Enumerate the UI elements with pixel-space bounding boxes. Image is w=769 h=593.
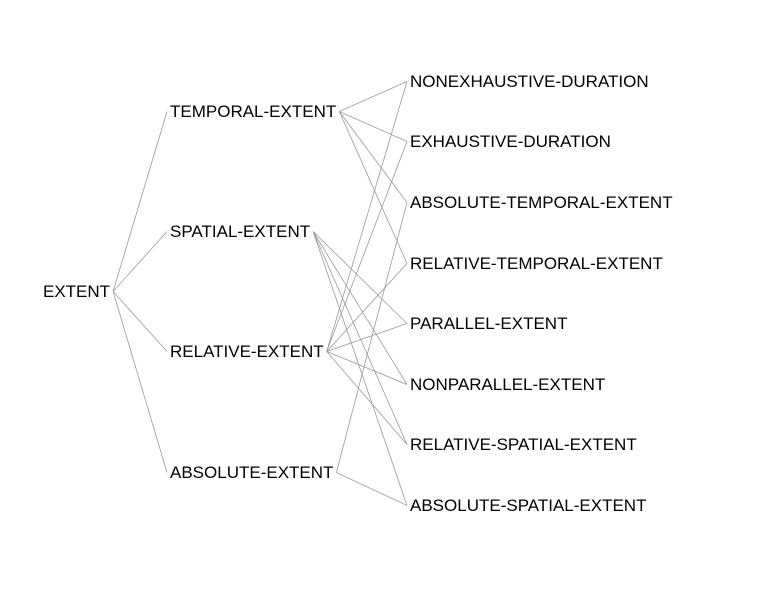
node-nonexhaustive-duration: NONEXHAUSTIVE-DURATION [410,72,649,91]
node-exhaustive-duration: EXHAUSTIVE-DURATION [410,132,611,151]
edge-extent-to-absolute-extent [112,291,168,473]
edge-spatial-extent-to-parallel-extent [312,231,408,324]
node-extent: EXTENT [43,282,110,301]
edge-spatial-extent-to-relative-spatial-extent [312,231,408,445]
edge-temporal-extent-to-nonexhaustive-duration [339,81,408,112]
edge-absolute-extent-to-absolute-spatial-extent [336,472,408,506]
edge-extent-to-spatial-extent [112,231,168,292]
node-relative-extent: RELATIVE-EXTENT [170,342,324,361]
node-absolute-extent: ABSOLUTE-EXTENT [170,463,333,482]
node-temporal-extent: TEMPORAL-EXTENT [170,102,336,121]
diagram-edges [112,81,408,506]
edge-extent-to-temporal-extent [112,111,168,292]
edge-temporal-extent-to-absolute-temporal-extent [338,111,408,203]
edge-spatial-extent-to-nonparallel-extent [312,231,408,385]
diagram-labels: EXTENT TEMPORAL-EXTENT SPATIAL-EXTENT RE… [43,72,673,515]
edge-relative-extent-to-relative-spatial-extent [326,351,408,445]
node-relative-spatial-extent: RELATIVE-SPATIAL-EXTENT [410,435,637,454]
node-nonparallel-extent: NONPARALLEL-EXTENT [410,375,605,394]
edge-relative-extent-to-relative-temporal-extent [326,263,408,352]
node-parallel-extent: PARALLEL-EXTENT [410,314,567,333]
edge-relative-extent-to-nonexhaustive-duration [326,81,408,352]
edge-spatial-extent-to-absolute-spatial-extent [312,231,408,506]
node-absolute-spatial-extent: ABSOLUTE-SPATIAL-EXTENT [410,496,646,515]
edge-relative-extent-to-nonparallel-extent [326,351,408,385]
node-spatial-extent: SPATIAL-EXTENT [170,222,310,241]
edge-temporal-extent-to-relative-temporal-extent [338,111,408,264]
edge-temporal-extent-to-exhaustive-duration [339,111,408,142]
edge-relative-extent-to-parallel-extent [326,323,408,352]
edge-absolute-extent-to-absolute-temporal-extent [336,202,408,473]
edge-relative-extent-to-exhaustive-duration [326,141,408,352]
edge-extent-to-relative-extent [112,291,168,352]
node-absolute-temporal-extent: ABSOLUTE-TEMPORAL-EXTENT [410,193,673,212]
node-relative-temporal-extent: RELATIVE-TEMPORAL-EXTENT [410,254,663,273]
